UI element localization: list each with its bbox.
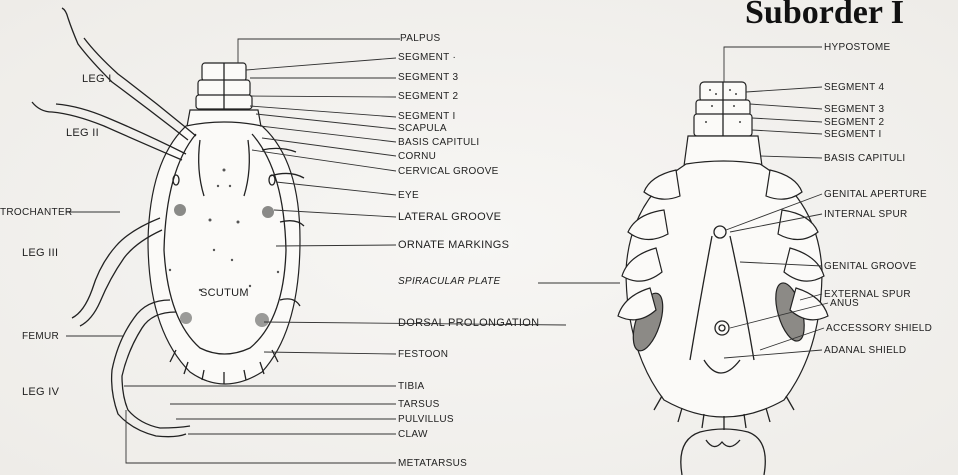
label-eye: EYE: [398, 190, 419, 201]
label-segment-3: SEGMENT 3: [398, 72, 458, 83]
label-ornate-markings: ORNATE MARKINGS: [398, 240, 509, 251]
label-scutum: SCUTUM: [200, 288, 249, 299]
label-accessory-shield: ACCESSORY SHIELD: [826, 323, 932, 334]
label-festoon: FESTOON: [398, 349, 448, 360]
label-claw: CLAW: [398, 429, 428, 440]
label-metatarsus: METATARSUS: [398, 458, 467, 469]
label-hypostome: HYPOSTOME: [824, 42, 890, 53]
label-cornu: CORNU: [398, 151, 436, 162]
label-scapula: SCAPULA: [398, 123, 447, 134]
label-tarsus: TARSUS: [398, 399, 440, 410]
label-segment-2: SEGMENT 2: [398, 91, 458, 102]
label-leg-3: LEG III: [22, 248, 58, 259]
label-v-segment-3: SEGMENT 3: [824, 104, 884, 115]
label-dorsal-prolongation: DORSAL PROLONGATION: [398, 318, 539, 329]
label-basis-capituli: BASIS CAPITULI: [398, 137, 479, 148]
label-anus: ANUS: [830, 298, 859, 309]
label-v-basis-capituli: BASIS CAPITULI: [824, 153, 905, 164]
label-leg-2: LEG II: [66, 128, 99, 139]
label-adanal-shield: ADANAL SHIELD: [824, 345, 906, 356]
label-segment-top: SEGMENT ·: [398, 52, 456, 63]
label-palpus: PALPUS: [400, 33, 441, 44]
partial-capitulum-figure: [681, 429, 765, 475]
label-v-segment-2: SEGMENT 2: [824, 117, 884, 128]
label-pulvillus: PULVILLUS: [398, 414, 454, 425]
label-genital-aperture: GENITAL APERTURE: [824, 189, 927, 200]
label-trochanter: TROCHANTER: [0, 207, 72, 218]
label-leg-1: LEG I: [82, 74, 112, 85]
label-internal-spur: INTERNAL SPUR: [824, 209, 908, 220]
label-spiracular-plate: SPIRACULAR PLATE: [398, 276, 500, 287]
label-segment-1: SEGMENT I: [398, 111, 456, 122]
label-v-segment-1: SEGMENT I: [824, 129, 882, 140]
dorsal-tick-figure: [32, 8, 304, 437]
label-lateral-groove: LATERAL GROOVE: [398, 212, 501, 223]
label-tibia: TIBIA: [398, 381, 425, 392]
label-segment-4: SEGMENT 4: [824, 82, 884, 93]
label-femur: FEMUR: [22, 331, 59, 342]
label-cervical-groove: CERVICAL GROOVE: [398, 166, 499, 177]
label-genital-groove: GENITAL GROOVE: [824, 261, 917, 272]
label-leg-4: LEG IV: [22, 387, 59, 398]
ventral-tick-figure: [618, 82, 828, 430]
